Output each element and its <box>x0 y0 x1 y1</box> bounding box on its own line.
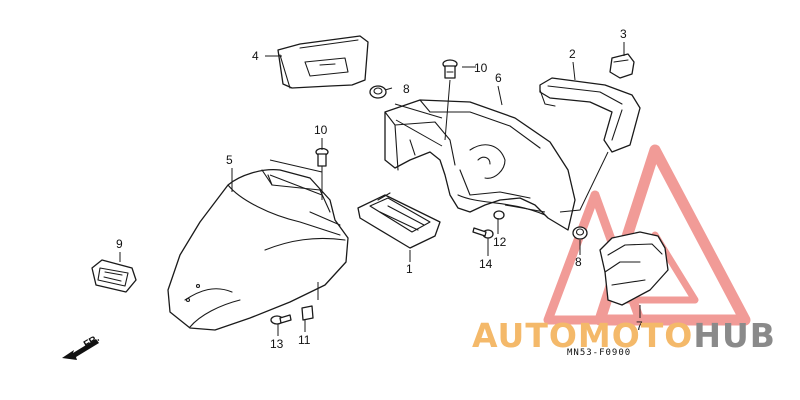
front-direction-arrow: FR. <box>62 333 102 360</box>
part-2-handle <box>539 77 641 153</box>
callout-11: 11 <box>298 333 311 347</box>
grommet-8-upper <box>369 85 387 99</box>
fastener-11 <box>301 305 314 321</box>
callout-5: 5 <box>226 153 233 167</box>
direction-label: FR. <box>82 333 102 351</box>
part-4-bracket <box>277 35 369 89</box>
callout-labels: 1 2 3 4 5 6 7 8 8 9 10 10 11 12 13 14 <box>116 27 643 351</box>
part-1-bracket <box>357 192 441 249</box>
callout-1: 1 <box>406 262 413 276</box>
callout-8-lower: 8 <box>575 255 582 269</box>
callout-13: 13 <box>270 337 284 351</box>
callout-12: 12 <box>493 235 507 249</box>
callout-4: 4 <box>252 49 259 63</box>
callout-14: 14 <box>479 257 493 271</box>
grommet-8-lower <box>572 226 588 240</box>
leader-lines <box>119 42 641 336</box>
part-9-reflector <box>91 259 137 293</box>
watermark-logo: AUTOMOTOHUB <box>472 316 776 355</box>
fastener-14 <box>472 227 494 239</box>
part-3-clip <box>609 53 635 79</box>
callout-10-upper: 10 <box>474 61 488 75</box>
fastener-10-upper <box>442 59 458 79</box>
callout-10-lower: 10 <box>314 123 328 137</box>
watermark-text-hub: HUB <box>693 316 776 355</box>
svg-text:AUTOMOTOHUB: AUTOMOTOHUB <box>472 316 776 355</box>
callout-6: 6 <box>495 71 502 85</box>
fastener-10-lower <box>315 147 329 167</box>
callout-2: 2 <box>569 47 576 61</box>
part-5-front-fender <box>167 169 349 331</box>
part-6-inner-fender <box>384 99 576 231</box>
callout-8-upper: 8 <box>403 82 410 96</box>
callout-3: 3 <box>620 27 627 41</box>
fastener-12 <box>493 210 505 220</box>
fastener-13 <box>270 314 292 325</box>
watermark-text-automoto: AUTOMOTO <box>472 316 693 355</box>
diagram-code: MN53-F0900 <box>567 348 631 358</box>
part-7-cover <box>599 231 669 306</box>
callout-7: 7 <box>636 319 643 333</box>
callout-9: 9 <box>116 237 123 251</box>
